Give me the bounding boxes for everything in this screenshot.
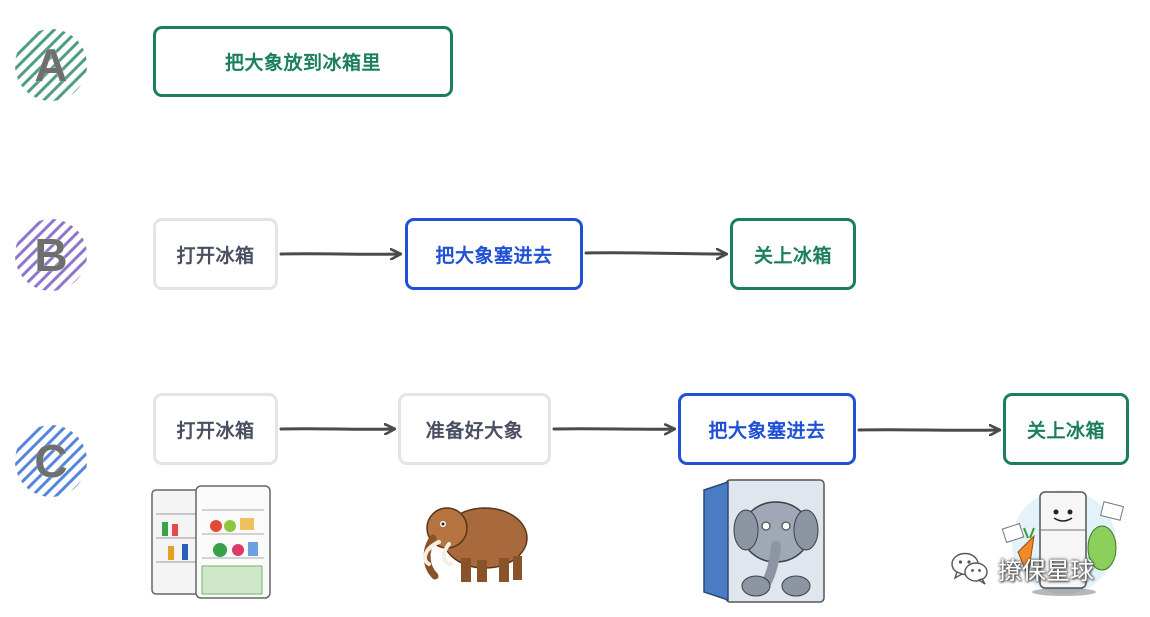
row-b-step-push-elephant: 把大象塞进去 xyxy=(405,218,583,290)
row-b-step-close-fridge: 关上冰箱 xyxy=(730,218,856,290)
watermark: 撩保星球 xyxy=(950,548,1094,588)
row-c-step-open-fridge: 打开冰箱 xyxy=(153,393,278,465)
wechat-icon xyxy=(951,552,988,585)
row-b-step-open-fridge: 打开冰箱 xyxy=(153,218,278,290)
row-c-step-push-elephant: 把大象塞进去 xyxy=(678,393,856,465)
hatch-circle-a xyxy=(15,29,87,101)
open-fridge-illustration xyxy=(151,485,271,599)
mammoth-illustration xyxy=(422,507,528,582)
badge-letter-a: A xyxy=(34,39,68,91)
badge-b: B xyxy=(12,216,90,294)
watermark-text: 撩保星球 xyxy=(998,556,1094,585)
goal-box: 把大象放到冰箱里 xyxy=(153,26,453,97)
arrow-c-1 xyxy=(279,429,394,430)
badge-a: A xyxy=(12,26,90,104)
badge-letter-b: B xyxy=(34,229,68,281)
badge-c: C xyxy=(12,422,90,500)
arrow-b-2 xyxy=(584,253,726,254)
badge-letter-c: C xyxy=(34,435,68,487)
row-c-step-prepare-elephant: 准备好大象 xyxy=(398,393,551,465)
closed-fridge-illustration xyxy=(1001,490,1125,596)
row-c-step-close-fridge: 关上冰箱 xyxy=(1003,393,1129,465)
elephant-in-fridge-illustration xyxy=(703,479,825,603)
hatch-circle-b xyxy=(15,219,87,291)
arrow-c-3 xyxy=(857,430,999,431)
hatch-circle-c xyxy=(15,425,87,497)
arrow-c-2 xyxy=(552,429,674,430)
arrow-b-1 xyxy=(279,254,400,255)
